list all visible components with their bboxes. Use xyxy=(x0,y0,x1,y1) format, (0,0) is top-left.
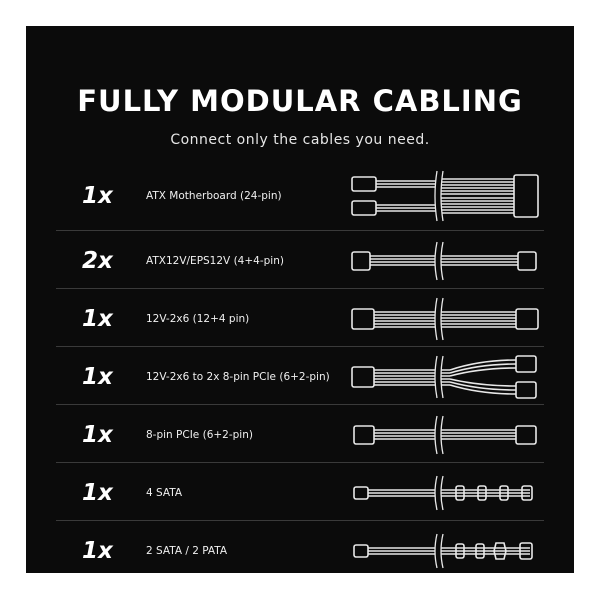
cable-quantity: 1x xyxy=(82,364,113,390)
cable-quantity: 2x xyxy=(82,248,113,274)
pcie-8pin-cable-icon xyxy=(353,415,537,455)
cable-row-sata: 1x 4 SATA xyxy=(56,464,544,522)
cable-row-12v-2x6-splitter: 1x 12V-2x6 to 2x 8-pin PCIe (6+2-pin) xyxy=(56,348,544,406)
cable-quantity: 1x xyxy=(82,183,113,209)
cable-label: ATX12V/EPS12V (4+4-pin) xyxy=(146,255,284,267)
sata-pata-cable-icon xyxy=(353,533,533,569)
cable-row-pcie: 1x 8-pin PCIe (6+2-pin) xyxy=(56,406,544,464)
12v-2x6-splitter-cable-icon xyxy=(351,355,537,399)
eps-cable-icon xyxy=(351,241,537,281)
row-divider xyxy=(56,520,544,521)
cable-quantity: 1x xyxy=(82,538,113,564)
cable-quantity: 1x xyxy=(82,306,113,332)
cable-label: 12V-2x6 to 2x 8-pin PCIe (6+2-pin) xyxy=(146,371,330,383)
cable-row-sata-pata: 1x 2 SATA / 2 PATA xyxy=(56,522,544,573)
cable-row-atx: 1x ATX Motherboard (24-pin) xyxy=(56,167,544,225)
row-divider xyxy=(56,404,544,405)
cable-label: ATX Motherboard (24-pin) xyxy=(146,190,282,202)
atx-24pin-cable-icon xyxy=(351,170,539,222)
panel-title: FULLY MODULAR CABLING xyxy=(77,84,523,118)
cable-label: 8-pin PCIe (6+2-pin) xyxy=(146,429,253,441)
row-divider xyxy=(56,462,544,463)
row-divider xyxy=(56,288,544,289)
product-feature-panel: FULLY MODULAR CABLING Connect only the c… xyxy=(26,26,574,573)
cable-quantity: 1x xyxy=(82,480,113,506)
panel-subtitle: Connect only the cables you need. xyxy=(170,132,430,148)
sata-cable-icon xyxy=(353,475,533,511)
cable-row-12v-2x6: 1x 12V-2x6 (12+4 pin) xyxy=(56,290,544,348)
row-divider xyxy=(56,346,544,347)
cable-quantity: 1x xyxy=(82,422,113,448)
cable-row-eps: 2x ATX12V/EPS12V (4+4-pin) xyxy=(56,232,544,290)
row-divider xyxy=(56,230,544,231)
cable-label: 4 SATA xyxy=(146,487,183,499)
12v-2x6-cable-icon xyxy=(351,297,539,341)
cable-label: 12V-2x6 (12+4 pin) xyxy=(146,313,250,325)
cable-label: 2 SATA / 2 PATA xyxy=(146,545,228,557)
